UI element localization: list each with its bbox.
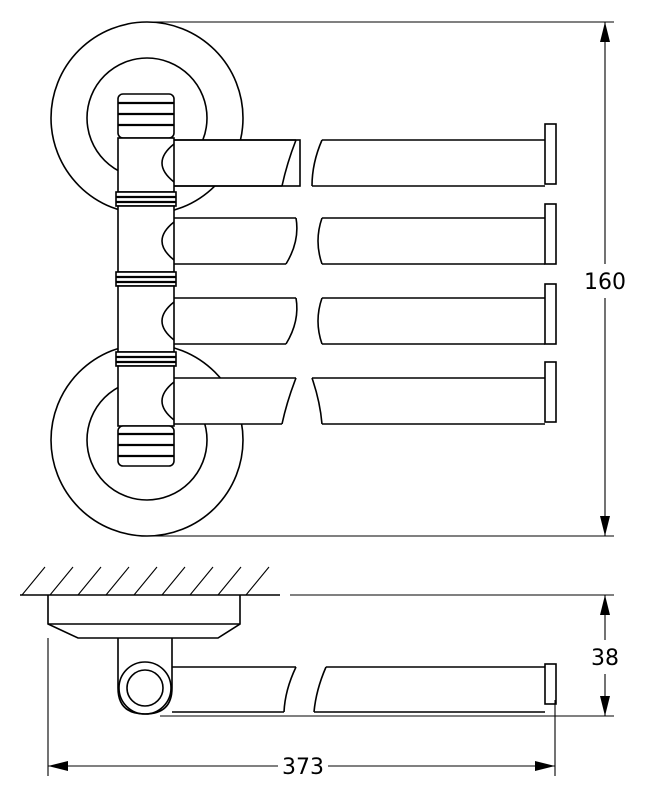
towel-arm-3	[161, 283, 557, 345]
wall-hatching	[20, 566, 280, 596]
side-view: 38 373	[20, 566, 619, 780]
dimension-label-height: 160	[584, 270, 626, 295]
dimension-label-depth: 38	[591, 646, 619, 671]
dimension-depth: 38	[160, 594, 619, 717]
towel-arm-side	[172, 663, 557, 713]
towel-arm-2	[161, 203, 557, 265]
wall-mount-plate	[47, 595, 241, 639]
dimension-label-width: 373	[282, 755, 324, 780]
towel-arms	[159, 123, 557, 425]
towel-arm-1	[159, 123, 557, 187]
front-view: 160	[50, 21, 626, 537]
dimension-width: 373	[47, 638, 556, 780]
pivot-side	[117, 638, 173, 715]
towel-arm-4	[160, 361, 557, 425]
dimension-height: 160	[147, 21, 626, 537]
pivot-column	[115, 93, 177, 467]
